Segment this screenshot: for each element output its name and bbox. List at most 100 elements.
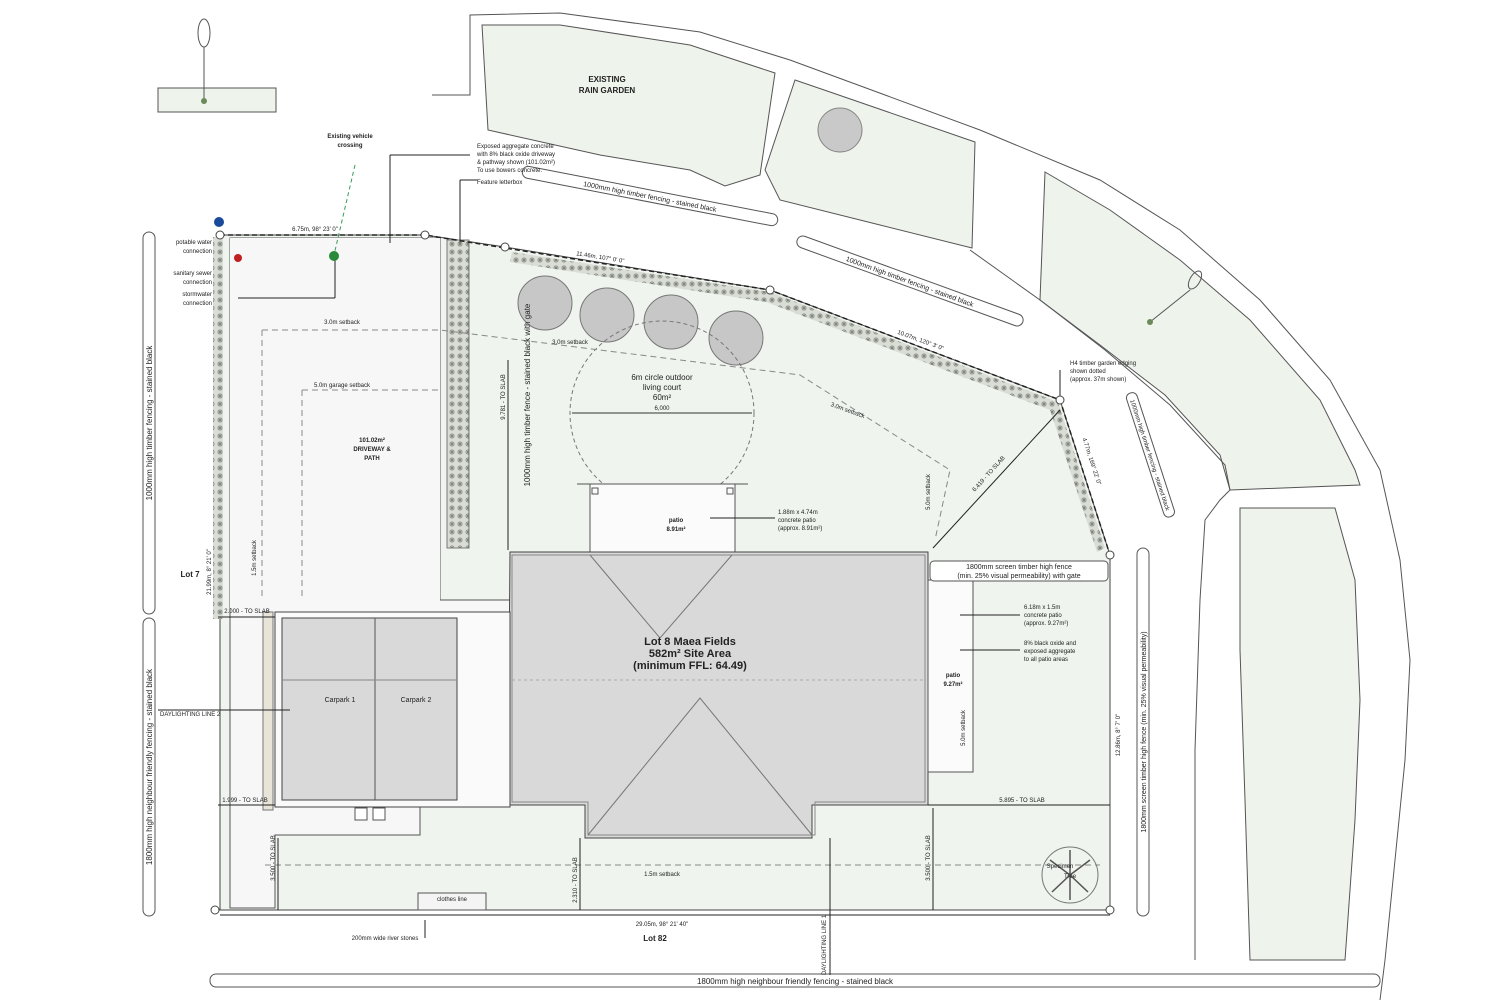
edging-note-1: H4 timber garden edging — [1070, 361, 1136, 367]
setback-label-7: 5.0m setback — [961, 709, 967, 746]
sewer-label-1: sanitary sewer — [173, 271, 212, 277]
patio-top — [589, 483, 736, 555]
dim-slab-right: 5.895 - TO SLAB — [999, 798, 1044, 804]
driveway-note-1: Exposed aggregate concrete — [477, 144, 554, 150]
hedge-inner — [446, 239, 470, 549]
oxide-note-1: 8% black oxide and — [1024, 641, 1076, 647]
dimension-lines — [158, 154, 1110, 975]
clothes-line — [417, 892, 487, 911]
dim-left-side: 21.99m, 8° 21' 0" — [207, 549, 213, 595]
edging-note-2: shown dotted — [1070, 369, 1106, 375]
patio-top-label-2: 8.91m² — [666, 526, 685, 533]
vehicle-crossing-label-1: Existing vehicle — [327, 134, 373, 140]
dim-slab-bottom-left: 3.500 - TO SLAB — [271, 835, 277, 880]
dim-circle-width: 6,000 — [654, 406, 670, 412]
patio-top-note-2: concrete patio — [778, 518, 816, 524]
storm-label-2: connection — [183, 301, 212, 307]
patio-right-note-3: (approx. 9.27m²) — [1024, 621, 1068, 627]
svg-text:1800mm screen timber high fenc: 1800mm screen timber high fence — [966, 564, 1072, 571]
setback-lines — [261, 329, 1100, 866]
fence-left-upper: 1000mm high timber fencing - stained bla… — [142, 231, 156, 615]
court-label-3: 60m² — [653, 393, 672, 402]
specimen-tree-icon — [1041, 846, 1099, 904]
letterbox-label: Feature letterbox — [477, 180, 522, 186]
living-court-circle — [569, 320, 755, 506]
house-title-1: Lot 8 Maea Fields — [644, 636, 736, 648]
patio-top-label-1: patio — [669, 518, 684, 524]
oxide-note-2: exposed aggregate — [1024, 649, 1076, 655]
dim-slab-left-bottom: 1.999 - TO SLAB — [222, 798, 267, 804]
dim-slab-bottom-right: 3.500 - TO SLAB — [926, 835, 932, 880]
inner-fence-label: 1000mm high timber fence - stained black… — [523, 303, 532, 486]
svg-text:(min. 25% visual permeability): (min. 25% visual permeability) with gate — [957, 573, 1080, 580]
lot-82-label: Lot 82 — [643, 934, 667, 943]
setback-label-2: 3.0m setback — [552, 340, 589, 346]
screen-fence-pill: 1800mm screen timber high fence (min. 25… — [929, 560, 1109, 582]
house — [507, 551, 929, 839]
carpark-1-label: Carpark 1 — [325, 697, 356, 704]
dim-slab-bottom-mid: 2.310 - TO SLAB — [573, 857, 579, 902]
dim-bottom: 29.05m, 98° 21' 40" — [636, 922, 688, 928]
svg-text:1000mm high timber fencing - s: 1000mm high timber fencing - stained bla… — [145, 345, 154, 501]
setback-label-1: 3.0m setback — [324, 320, 361, 326]
setback-label-5: 5.0m setback — [926, 473, 932, 510]
rain-garden-label-2: RAIN GARDEN — [579, 86, 636, 95]
svg-text:1000mm high timber fencing - s: 1000mm high timber fencing - stained bla… — [845, 256, 975, 309]
patio-top-note-1: 1.88m x 4.74m — [778, 510, 818, 516]
potable-label-1: potable water — [176, 240, 212, 246]
potable-label-2: connection — [183, 249, 212, 255]
rain-garden-label-1: EXISTING — [588, 75, 625, 84]
top-left-lawn — [157, 18, 277, 113]
driveway-area-3: PATH — [364, 456, 379, 462]
dim-right-lower: 12.86m, 8° 7' 0" — [1116, 714, 1122, 756]
driveway-note-4: To use bowers concrete. — [477, 168, 542, 174]
svg-text:1000mm high timber fencing - s: 1000mm high timber fencing - stained bla… — [583, 181, 718, 214]
svg-text:1000mm high timber fencing - s: 1000mm high timber fencing - stained bla… — [1128, 399, 1170, 512]
water-connection-icon — [214, 217, 224, 227]
oxide-note-3: to all patio areas — [1024, 657, 1068, 663]
driveway-area-2: DRIVEWAY & — [353, 447, 391, 453]
patio-top-note-3: (approx. 8.91m²) — [778, 526, 822, 532]
dim-top-left: 6.75m, 98° 23' 0" — [292, 227, 338, 233]
hedge-left — [213, 237, 223, 619]
tree-row — [517, 275, 764, 366]
stormwater-connection-icon — [329, 251, 339, 261]
setback-label-3: 5.0m garage setback — [314, 383, 371, 389]
specimen-label-2: Tree — [1064, 874, 1077, 880]
court-label-2: living court — [643, 383, 682, 392]
fence-left-lower: 1800mm high neighbour friendly fencing -… — [142, 617, 156, 917]
fence-right-outer: 1800mm screen timber high fence (min. 25… — [1136, 547, 1150, 917]
patio-right-note-1: 6.18m x 1.5m — [1024, 605, 1060, 611]
storm-label-1: stormwater — [182, 292, 212, 298]
tree-icon — [817, 107, 863, 153]
setback-label-8: 1.5m setback — [644, 872, 681, 878]
lot-7-label: Lot 7 — [180, 570, 200, 579]
hedge-top — [510, 252, 1105, 552]
driveway-note-3: & pathway shown (101.02m²) — [477, 160, 555, 166]
svg-text:1800mm high neighbour friendly: 1800mm high neighbour friendly fencing -… — [697, 977, 894, 986]
setback-label-6: 1.5m setback — [252, 539, 258, 576]
svg-text:1800mm high neighbour friendly: 1800mm high neighbour friendly fencing -… — [145, 668, 154, 865]
driveway-area-1: 101.02m² — [359, 437, 385, 444]
daylight-1-label: DAYLIGHTING LINE 1 — [822, 914, 828, 975]
river-stones-label: 200mm wide river stones — [352, 936, 419, 942]
specimen-label-1: Specimen — [1047, 864, 1074, 870]
house-title-3: (minimum FFL: 64.49) — [633, 660, 747, 672]
sewer-label-2: connection — [183, 280, 212, 286]
vehicle-crossing-label-2: crossing — [337, 143, 362, 149]
dim-slab-left-top: 2.000 - TO SLAB — [224, 609, 269, 615]
rain-garden — [432, 12, 1411, 1000]
patio-right-label-2: 9.27m² — [943, 681, 962, 688]
edging-note-3: (approx. 37m shown) — [1070, 377, 1126, 383]
svg-text:1800mm screen timber high fenc: 1800mm screen timber high fence (min. 25… — [1141, 631, 1148, 832]
clothes-line-label: clothes line — [437, 897, 468, 903]
driveway-note-2: with 8% black oxide driveway — [476, 152, 555, 158]
sewer-connection-icon — [234, 254, 242, 262]
carpark-2-label: Carpark 2 — [401, 697, 432, 704]
court-label-1: 6m circle outdoor — [631, 373, 693, 382]
dim-slab-inner: 9.781 - TO SLAB — [501, 374, 507, 419]
fence-right: 1000mm high timber fencing - stained bla… — [1125, 392, 1175, 518]
fence-bottom: 1800mm high neighbour friendly fencing -… — [209, 973, 1381, 988]
garage — [262, 611, 511, 811]
